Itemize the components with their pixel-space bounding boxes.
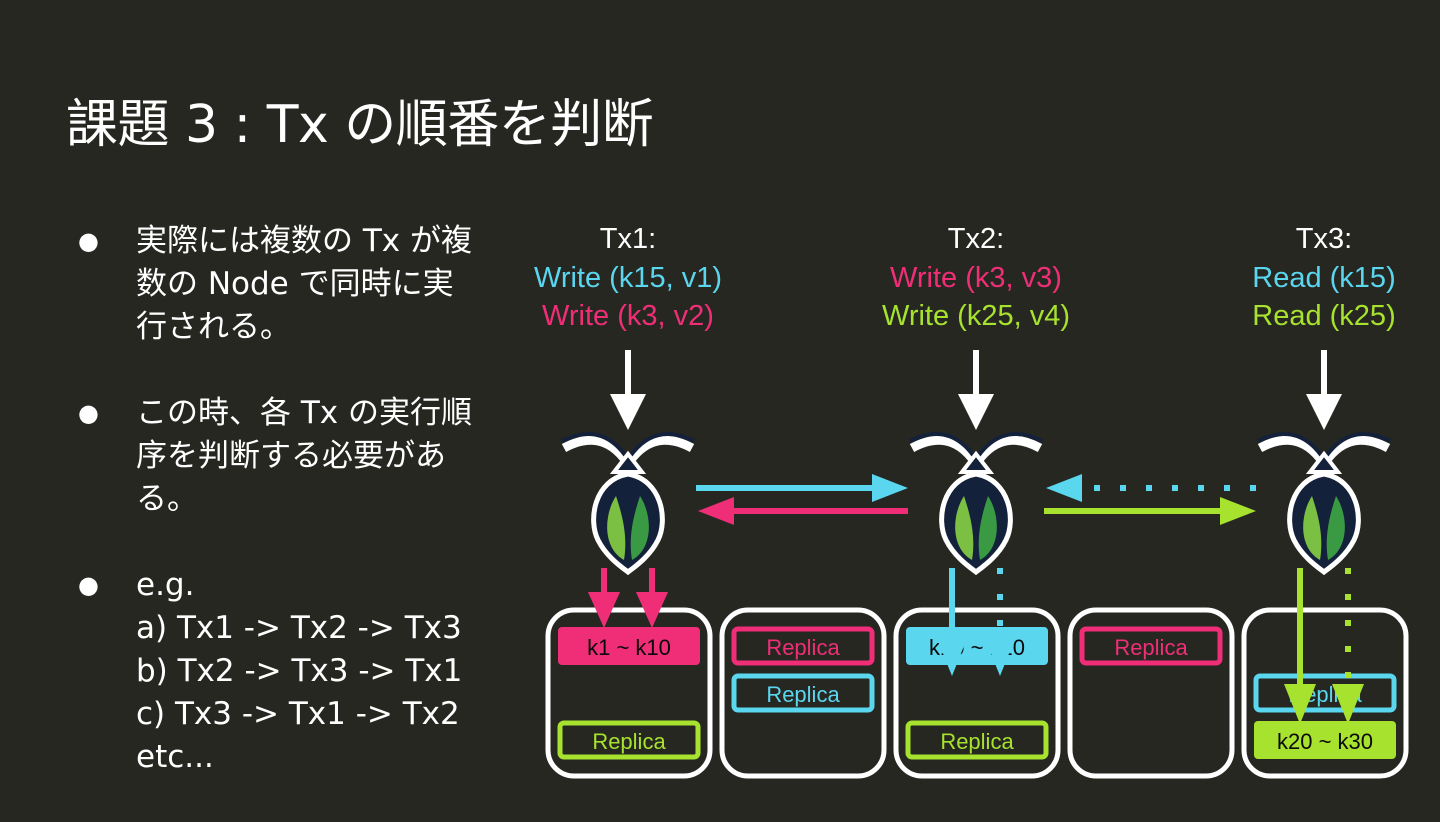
shard-box xyxy=(719,607,887,779)
bullet-line: etc... xyxy=(136,739,214,775)
bullet-item: ● e.g. a) Tx1 -> Tx2 -> Tx3 b) Tx2 -> Tx… xyxy=(78,564,528,779)
bullet-line: 数の Node で同時に実 xyxy=(136,266,454,302)
range-label: Replica xyxy=(766,682,840,707)
bullet-line: b) Tx2 -> Tx3 -> Tx1 xyxy=(136,653,463,689)
tx-input-arrow xyxy=(1306,350,1342,430)
bullet-list: ● 実際には複数の Tx が複 数の Node で同時に実 行される。 ● この… xyxy=(78,220,528,822)
leaf-left xyxy=(955,496,974,560)
node-arrow-cyan xyxy=(696,474,908,502)
bullet-line: 序を判断する必要があ xyxy=(136,438,446,474)
bullet-line: e.g. xyxy=(136,567,195,603)
arrow-head xyxy=(698,497,734,525)
arrow-head xyxy=(1284,684,1316,724)
down-arrow-cyan xyxy=(936,568,968,676)
arrow-head xyxy=(1306,394,1342,430)
arrow-head xyxy=(958,394,994,430)
arrow-head xyxy=(984,636,1016,676)
bullet-line: 実際には複数の Tx が複 xyxy=(136,223,472,259)
node-head xyxy=(609,450,647,474)
node-head xyxy=(1305,450,1343,474)
shard-box xyxy=(1067,607,1235,779)
arrow-head xyxy=(1046,474,1082,502)
replica-chip xyxy=(731,626,875,666)
bullet-item: ● 実際には複数の Tx が複 数の Node で同時に実 行される。 xyxy=(78,220,528,349)
shard-box xyxy=(893,607,1061,779)
arrow-head xyxy=(1220,497,1256,525)
cockroach-logo-icon xyxy=(1257,431,1391,576)
arrow-head xyxy=(936,636,968,676)
replica-chip xyxy=(905,720,1049,760)
tx-input-arrow xyxy=(958,350,994,430)
arrow-head xyxy=(636,592,668,628)
tx-op: Read (k15) xyxy=(1252,262,1395,294)
range-label: Replica xyxy=(1114,635,1188,660)
bullet-line: 行される。 xyxy=(136,309,291,345)
node-head xyxy=(957,450,995,474)
bullet-item: ● この時、各 Tx の実行順 序を判断する必要があ る。 xyxy=(78,392,528,521)
bullet-line: る。 xyxy=(136,481,198,517)
down-arrow-green xyxy=(1284,568,1316,724)
bullet-dot-icon: ● xyxy=(78,399,99,427)
replica-chip xyxy=(1079,626,1223,666)
tx-label: Tx3: xyxy=(1296,223,1352,255)
tx-input-arrow xyxy=(610,350,646,430)
leaf-right xyxy=(1326,496,1345,560)
range-label: Replica xyxy=(766,635,840,660)
range-label: k1 ~ k10 xyxy=(587,635,671,660)
cockroach-logo-icon xyxy=(909,431,1043,576)
node-arrow-green xyxy=(1044,497,1256,525)
down-arrow-pink xyxy=(636,568,668,628)
tx-label: Tx2: xyxy=(948,223,1004,255)
arrow-head xyxy=(872,474,908,502)
tx-op: Read (k25) xyxy=(1252,300,1395,332)
tx-op: Write (k3, v2) xyxy=(542,300,714,332)
range-chip xyxy=(1254,721,1396,759)
range-chip xyxy=(558,627,700,665)
leaf-right xyxy=(978,496,997,560)
leaf-right xyxy=(630,496,649,560)
replica-chip xyxy=(557,720,701,760)
node-body xyxy=(591,471,665,576)
arrow-head xyxy=(1332,684,1364,724)
bullet-line: c) Tx3 -> Tx1 -> Tx2 xyxy=(136,696,460,732)
node-body xyxy=(1287,471,1361,576)
leaf-left xyxy=(1303,496,1322,560)
replica-chip xyxy=(731,673,875,713)
tx-op: Write (k15, v1) xyxy=(534,262,722,294)
arrow-head xyxy=(610,394,646,430)
node-body xyxy=(939,471,1013,576)
tx-label: Tx1: xyxy=(600,223,656,255)
node-arrow-cyan-dotted xyxy=(1046,474,1256,502)
range-label: Replica xyxy=(592,729,666,754)
down-arrow-pink xyxy=(588,568,620,628)
replica-chip xyxy=(1253,673,1397,713)
tx-op: Write (k3, v3) xyxy=(890,262,1062,294)
down-arrow-cyan-dotted xyxy=(984,568,1016,676)
range-label: k20 ~ k30 xyxy=(1277,729,1373,754)
tx-op: Write (k25, v4) xyxy=(882,300,1070,332)
bullet-dot-icon: ● xyxy=(78,227,99,255)
shard-box xyxy=(545,607,713,779)
leaf-left xyxy=(607,496,626,560)
bullet-line: この時、各 Tx の実行順 xyxy=(136,395,472,431)
cockroach-logo-icon xyxy=(561,431,695,576)
arrow-head xyxy=(588,592,620,628)
node-arrow-pink xyxy=(698,497,908,525)
down-arrow-green-dotted xyxy=(1332,568,1364,724)
shard-box xyxy=(1241,607,1409,779)
range-label: Replica xyxy=(940,729,1014,754)
bullet-line: a) Tx1 -> Tx2 -> Tx3 xyxy=(136,610,462,646)
bullet-dot-icon: ● xyxy=(78,571,99,599)
slide-title: 課題 3 : Tx の順番を判断 xyxy=(66,95,654,155)
